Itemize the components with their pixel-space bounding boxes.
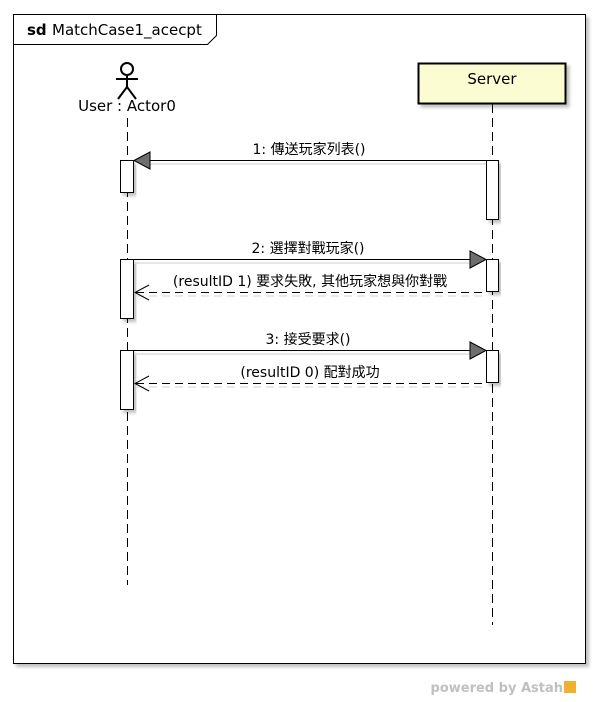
message-label: 1: 傳送玩家列表() — [253, 141, 366, 158]
frame-title: MatchCase1_acecpt — [52, 21, 202, 40]
message-3: 3: 接受要求() — [134, 331, 488, 360]
message-label: 2: 選擇對戰玩家() — [252, 240, 365, 257]
message-label: (resultID 1) 要求失敗, 其他玩家想與你對戰 — [173, 273, 447, 290]
arrowhead-open-icon — [133, 375, 150, 392]
arrowhead-open-icon — [133, 284, 150, 301]
message-2: 2: 選擇對戰玩家() — [134, 240, 488, 269]
server-activation-2 — [486, 259, 499, 292]
frame-keyword: sd — [27, 21, 47, 39]
message-2-return: (resultID 1) 要求失敗, 其他玩家想與你對戰 — [133, 273, 486, 301]
message-1: 1: 傳送玩家列表() — [132, 141, 486, 170]
server-activation-3 — [486, 350, 499, 383]
arrowhead-filled-icon — [469, 250, 488, 269]
actor-icon — [116, 62, 138, 100]
message-label: (resultID 0) 配對成功 — [240, 365, 379, 381]
server-label: Server — [467, 70, 517, 88]
lifeline-server: Server — [417, 62, 567, 625]
message-label: 3: 接受要求() — [266, 331, 351, 348]
astah-logo-icon — [564, 681, 576, 693]
astah-watermark: powered by Astah — [431, 681, 576, 696]
user-activation-1 — [120, 160, 134, 193]
user-activation-3 — [120, 350, 134, 410]
server-activation-1 — [486, 160, 499, 220]
activations — [120, 160, 499, 410]
arrowhead-filled-icon — [469, 341, 488, 360]
actor-user: User : Actor0 — [78, 62, 176, 585]
sd-frame: sd MatchCase1_acecpt — [13, 14, 586, 664]
watermark-text: powered by Astah — [430, 681, 563, 696]
user-activation-2 — [120, 259, 134, 319]
server-box — [417, 62, 567, 105]
message-3-return: (resultID 0) 配對成功 — [133, 365, 486, 392]
arrowhead-filled-icon — [132, 151, 151, 170]
actor-label: User : Actor0 — [78, 97, 176, 115]
